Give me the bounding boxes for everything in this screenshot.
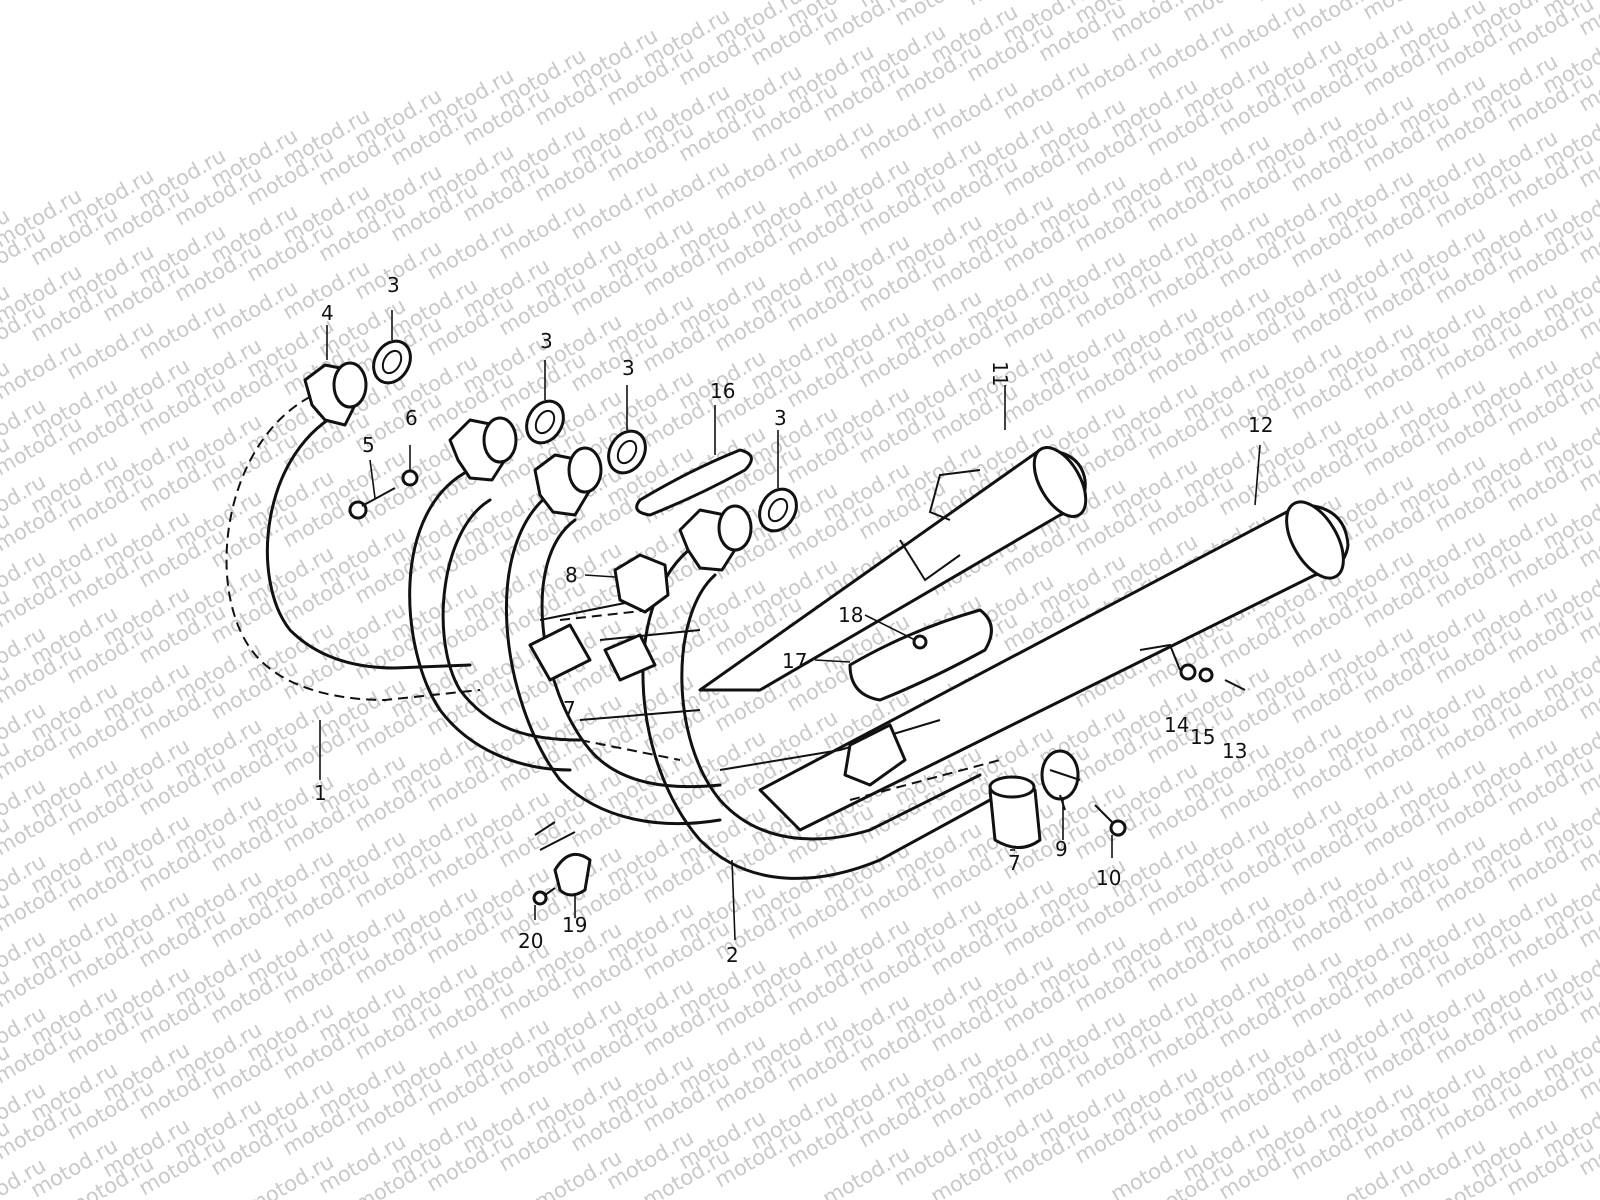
callout-3: 3 [540,329,553,353]
callout-20: 20 [518,929,543,953]
heat-shield-16 [635,448,753,517]
exhaust-clamp-c [533,446,603,517]
leader-lines [319,310,1261,941]
callout-16: 16 [710,379,735,403]
connector-pipe-7 [528,623,1042,849]
heat-shield-17 [848,608,993,702]
nut-15 [1198,667,1214,683]
callout-12: 12 [1248,413,1273,437]
callout-8: 8 [565,563,578,587]
muffler-right [758,500,1350,832]
exhaust-clamp-d [678,504,753,572]
muffler-inlet-joint [843,723,907,787]
callout-7: 7 [563,697,576,721]
bolt-5 [348,487,396,520]
callout-6: 6 [405,406,418,430]
callout-13: 13 [1222,739,1247,763]
callout-5: 5 [362,433,375,457]
washer-14 [1179,663,1197,681]
callout-3: 3 [387,273,400,297]
clamp-9 [1040,749,1081,811]
bolt-13 [1224,679,1246,691]
header-pipe-2 [641,543,992,880]
bolt-10 [1094,804,1127,837]
bolt-18 [912,634,928,650]
callout-3: 3 [774,406,787,430]
callout-1: 1 [314,781,327,805]
callout-2: 2 [726,943,739,967]
callout-15: 15 [1190,725,1215,749]
callout-9: 9 [1055,837,1068,861]
gasket-3 [372,339,798,533]
muffler-left [698,446,1088,692]
header-pipe-1b [408,468,582,772]
callout-19: 19 [562,913,587,937]
callout-17: 17 [782,649,807,673]
clamp-8 [613,553,670,614]
callout-7: 7 [1008,851,1021,875]
clamp-19 [534,821,592,897]
nut-6 [401,469,419,487]
collector-dashed [559,609,1001,801]
callout-labels: 1 2 3 3 3 3 4 5 6 7 7 8 9 10 11 12 13 14… [314,273,1273,967]
callout-14: 14 [1164,713,1189,737]
header-pipe-1 [225,389,481,702]
callout-3: 3 [622,356,635,380]
callout-4: 4 [321,301,334,325]
collector-pipe [539,599,941,771]
callout-10: 10 [1096,866,1121,890]
exhaust-clamp-b [448,416,518,482]
callout-11: 11 [988,361,1012,386]
exhaust-clamp-4 [303,361,368,427]
bolt-20 [532,887,556,906]
callout-18: 18 [838,603,863,627]
